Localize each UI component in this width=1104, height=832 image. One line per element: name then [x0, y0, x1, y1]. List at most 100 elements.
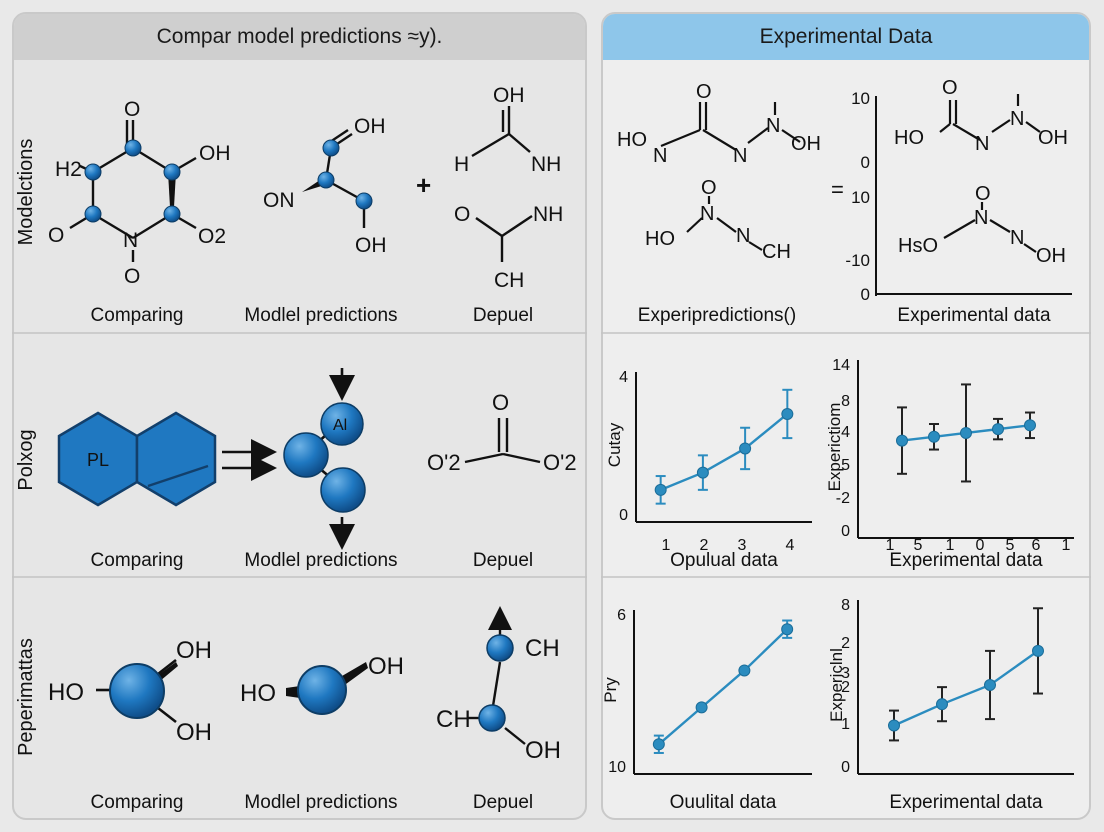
data-point [888, 719, 900, 732]
e2-n: N [700, 203, 714, 225]
y-tick-label: 0 [619, 507, 628, 524]
data-point [739, 442, 752, 455]
caption-r2-c1: Comparing [91, 550, 184, 571]
exp-axis: 10 0 10 -10 0 = [831, 89, 1072, 304]
data-point [936, 698, 948, 711]
m9-atom-bottom [478, 704, 506, 732]
m2-atom-1 [322, 139, 340, 157]
caption-r1-c3: Depuel [473, 305, 533, 326]
y-tick-label: 8 [841, 597, 850, 614]
row-label-3: Peperimattas [15, 638, 37, 756]
m2-atom-3 [355, 192, 373, 210]
y-tick-label: 1 [841, 716, 850, 733]
y-tick-label: 4 [619, 369, 628, 386]
exp-structure-4 [943, 202, 1037, 253]
data-point [781, 407, 794, 420]
exp-structure-1 [660, 102, 801, 151]
series-line [660, 413, 789, 491]
x-axis-label: Ouulital data [670, 792, 777, 813]
data-point [1024, 419, 1036, 432]
e3-n2: N [1010, 108, 1024, 130]
molecule-6 [464, 418, 541, 464]
e1-ho: HO [617, 129, 647, 151]
caption-r3-c2: Modlel predictions [244, 792, 397, 813]
data-point [652, 738, 665, 751]
m1-n: N [123, 229, 138, 252]
x-tick-label: 1 [1062, 537, 1071, 554]
data-point [992, 423, 1004, 436]
m1-o-left: O [48, 224, 64, 247]
m1-o2: O2 [198, 225, 226, 248]
m1-h2: H2 [55, 158, 82, 181]
e2-ch: CH [762, 241, 791, 263]
e3-ho: HO [894, 127, 924, 149]
e2-o: O [701, 177, 717, 199]
e2-n2: N [736, 225, 750, 247]
x-tick-label: 2 [700, 537, 709, 554]
data-point [928, 430, 940, 443]
caption-right-r1-left: Experipredictions() [638, 305, 796, 326]
caption-r1-c2: Modlel predictions [244, 305, 397, 326]
e1-n1: N [653, 145, 667, 167]
row-dividers [12, 332, 1091, 578]
m9-ch-top: CH [525, 635, 560, 662]
data-point [960, 426, 972, 439]
y-axis-label: Experictiom [825, 403, 844, 492]
y-tick-label: 0 [841, 523, 850, 540]
series-line [658, 628, 788, 746]
y-tick-label: 0 [841, 759, 850, 776]
m5-al: Al [333, 417, 347, 434]
y-tick-label: 10 [608, 759, 626, 776]
m7-atom [109, 663, 165, 719]
y-axis-label: Pry [601, 677, 620, 703]
m8-ho: HO [240, 680, 276, 707]
x-tick-label: 5 [914, 537, 923, 554]
al-atom [320, 402, 364, 446]
x-axis-label: Experimental data [889, 550, 1043, 571]
e1-n2: N [733, 145, 747, 167]
m2-on: ON [263, 189, 295, 212]
atom-2 [283, 432, 329, 478]
caption-r2-c2: Modlel predictions [244, 550, 397, 571]
m1-o-top: O [124, 98, 140, 121]
m9-ch: CH [436, 706, 471, 733]
fused-hexagons [57, 411, 217, 507]
e1-oh: OH [791, 133, 821, 155]
caption-r3-c3: Depuel [473, 792, 533, 813]
exp-structure-2 [686, 196, 763, 251]
e2-ho: HO [645, 228, 675, 250]
y-tick-label: 14 [832, 357, 850, 374]
y-axis-label: Cutay [605, 422, 624, 467]
exp-axis-tick-3: 10 [851, 188, 870, 207]
y-tick-label: 3 [841, 665, 850, 682]
x-axis-label: Experimental data [889, 792, 1043, 813]
e3-o: O [942, 77, 958, 99]
x-tick-label: 1 [886, 537, 895, 554]
m6-o2-left: O'2 [427, 450, 461, 475]
m8-oh: OH [368, 653, 404, 680]
caption-right-r1-right: Experimental data [897, 305, 1051, 326]
e4-hso: HsO [898, 235, 938, 257]
data-point [984, 679, 996, 691]
x-tick-label: 6 [1032, 537, 1041, 554]
atom-3 [320, 467, 366, 513]
m2-oh-top: OH [354, 115, 386, 138]
x-tick-label: 3 [738, 537, 747, 554]
y-tick-label: -2 [836, 490, 850, 507]
m1-oh: OH [199, 142, 231, 165]
m7-ho: HO [48, 679, 84, 706]
data-point [738, 664, 751, 677]
plus-sign: + [416, 170, 431, 200]
m3-nh: NH [531, 153, 561, 176]
e4-o: O [975, 183, 991, 205]
e3-oh: OH [1038, 127, 1068, 149]
data-point [1032, 644, 1044, 657]
row-label-1: Modelctions [15, 139, 37, 246]
y-tick-label: 5 [841, 457, 850, 474]
m1-o-bottom: O [124, 265, 140, 288]
